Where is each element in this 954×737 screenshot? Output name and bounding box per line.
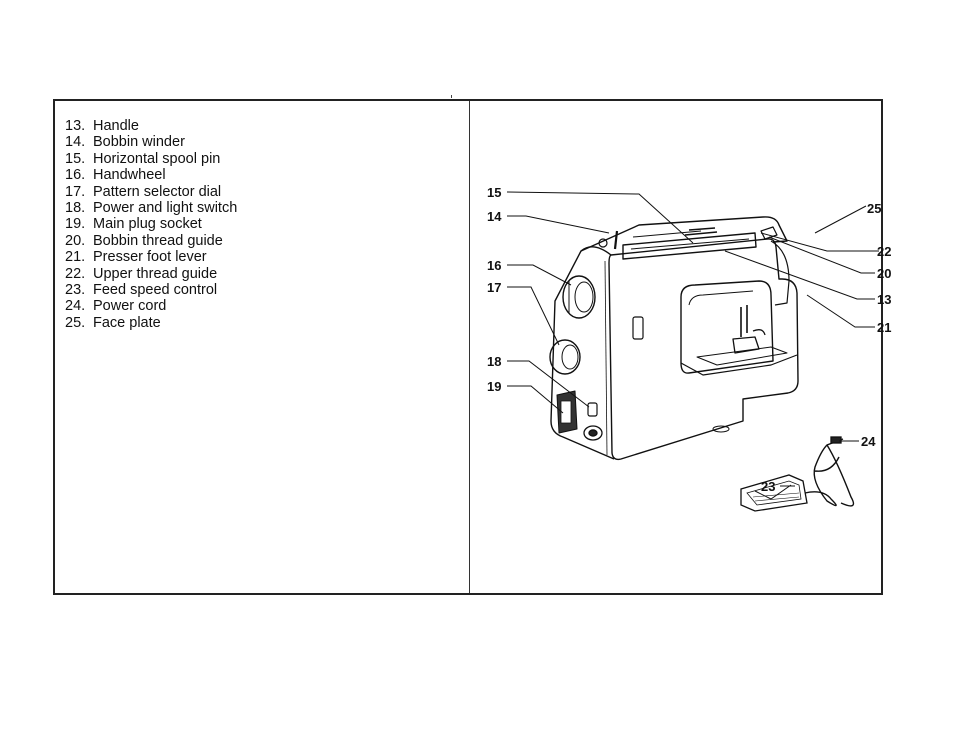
- light-window: [632, 316, 644, 340]
- list-item: 14.Bobbin winder: [65, 134, 185, 151]
- callout-24: 24: [861, 434, 876, 449]
- foot-pedal-illustration: [740, 436, 855, 512]
- face-plate: [770, 240, 790, 306]
- callout-16: 16: [487, 258, 501, 273]
- callout-20: 20: [877, 266, 891, 281]
- callout-14: 14: [487, 209, 502, 224]
- machine-left-side: [550, 246, 615, 460]
- list-item: 20.Bobbin thread guide: [65, 232, 223, 249]
- callout-25: 25: [867, 201, 881, 216]
- callout-19: 19: [487, 379, 501, 394]
- list-item: 18.Power and light switch: [65, 200, 238, 217]
- callout-15: 15: [487, 185, 501, 200]
- handwheel: [562, 275, 596, 319]
- list-item: 15.Horizontal spool pin: [65, 150, 221, 167]
- list-item: 17.Pattern selector dial: [65, 183, 222, 200]
- callout-13: 13: [877, 292, 891, 307]
- callout-17: 17: [487, 280, 501, 295]
- free-arm: [680, 354, 798, 376]
- machine-body: [608, 238, 799, 461]
- callout-22: 22: [877, 244, 891, 259]
- page-divider: [469, 101, 470, 593]
- list-item: 23.Feed speed control: [65, 282, 218, 299]
- list-item: 13.Handle: [65, 118, 139, 134]
- power-switch: [587, 402, 598, 417]
- list-item: 25.Face plate: [65, 314, 161, 331]
- foot-pedal: [740, 474, 808, 512]
- list-item: 24.Power cord: [65, 298, 167, 315]
- sewing-machine-diagram: 15 14 16 17 18 19 25 22 20 13 21 24 23: [487, 185, 891, 512]
- spool-pin: [684, 227, 718, 236]
- machine-top: [580, 216, 788, 252]
- page-mark: [451, 95, 452, 98]
- callout-18: 18: [487, 354, 501, 369]
- list-item: 22.Upper thread guide: [65, 265, 218, 282]
- callout-leaders: [506, 191, 879, 487]
- callout-21: 21: [877, 320, 891, 335]
- power-cord: [804, 438, 855, 507]
- list-item: 16.Handwheel: [65, 167, 166, 184]
- diagram-page-frame: 13.Handle 14.Bobbin winder 15.Horizontal…: [53, 99, 891, 595]
- needle-bar: [740, 305, 748, 337]
- arm-opening: [680, 280, 774, 374]
- handle: [622, 232, 757, 260]
- thread-guide: [760, 226, 778, 240]
- bobbin-winder: [613, 230, 619, 250]
- sewing-machine-illustration: [549, 216, 799, 461]
- list-item: 21.Presser foot lever: [65, 249, 207, 266]
- callout-23: 23: [761, 479, 775, 494]
- pattern-selector-dial: [549, 339, 581, 375]
- list-item: 19.Main plug socket: [65, 216, 202, 233]
- parts-list: 13.Handle 14.Bobbin winder 15.Horizontal…: [65, 118, 237, 331]
